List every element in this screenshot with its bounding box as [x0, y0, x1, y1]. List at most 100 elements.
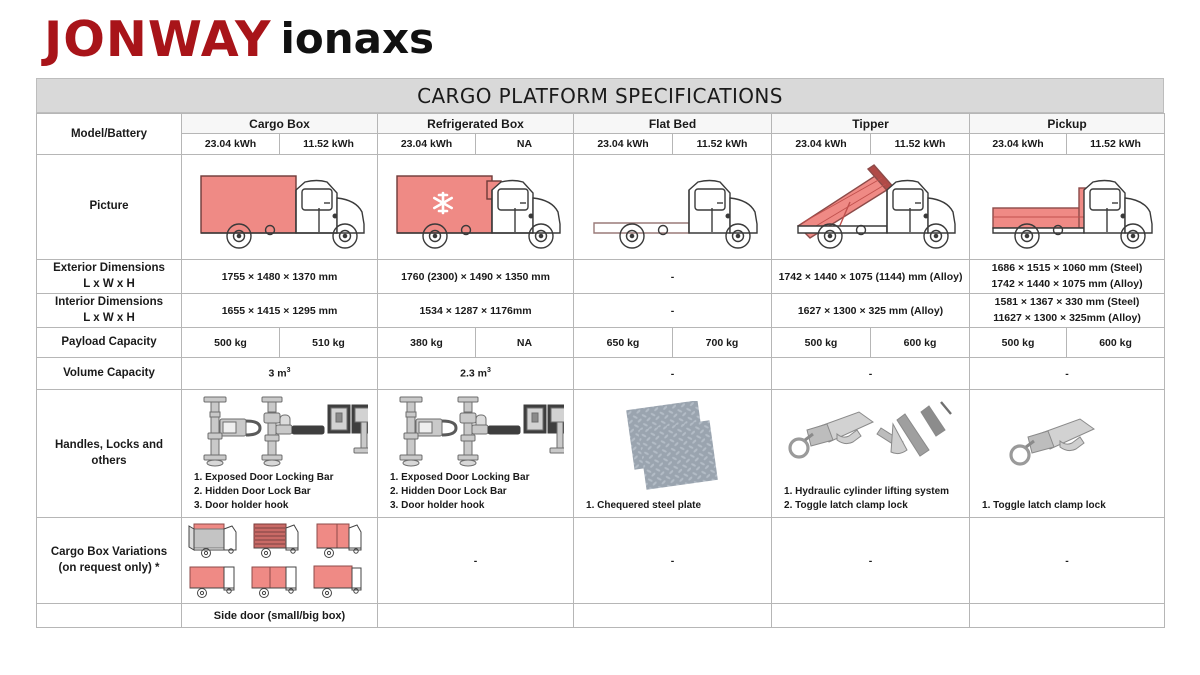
variation-plain-box-icon	[186, 561, 248, 603]
volume-refrigerated-exponent: 3	[486, 367, 491, 375]
variations-refrigerated-box: -	[376, 517, 575, 604]
handles-tipper: 1. Hydraulic cylinder lifting system 2. …	[771, 389, 971, 518]
row-label-handles-line1: Handles, Locks and	[54, 438, 163, 451]
handles-refrigerated-item-2: 2. Hidden Door Lock Bar	[390, 486, 507, 498]
table-row-variations-note: Side door (small/big box)	[36, 603, 1166, 628]
note-refrigerated-box	[376, 603, 575, 628]
battery-tipper-2: 11.52 kWh	[870, 133, 971, 155]
toggle-latch-and-cylinder-icons	[776, 391, 965, 486]
volume-cargo-box: 3 m3	[181, 357, 378, 390]
group-header-tipper: Tipper	[771, 113, 971, 134]
header-model-battery: Model/Battery	[36, 113, 182, 155]
handles-refrigerated-list: 1. Exposed Door Locking Bar 2. Hidden Do…	[382, 471, 569, 517]
payload-flat-bed-1: 650 kg	[573, 327, 674, 358]
note-tipper	[771, 603, 971, 628]
variation-big-box-icon	[311, 561, 373, 603]
exterior-refrigerated-box: 1760 (2300) × 1490 × 1350 mm	[376, 259, 575, 294]
chequered-steel-plate-icon	[578, 391, 767, 500]
row-label-handles-locks: Handles, Locks and others	[36, 389, 182, 518]
volume-refrigerated-box: 2.3 m3	[376, 357, 575, 390]
payload-pickup-2: 600 kg	[1066, 327, 1166, 358]
payload-tipper-1: 500 kg	[771, 327, 872, 358]
handles-tipper-item-1: 1. Hydraulic cylinder lifting system	[784, 486, 950, 498]
group-header-cargo-box: Cargo Box	[181, 113, 378, 134]
table-row-exterior-dimensions: Exterior Dimensions L x W x H 1755 × 148…	[36, 259, 1166, 294]
handles-flat-bed-list: 1. Chequered steel plate	[578, 499, 767, 516]
interior-pickup-line1: 1581 × 1367 × 330 mm (Steel)	[994, 295, 1140, 308]
volume-flat-bed: -	[573, 357, 773, 390]
volume-cargo-box-value: 3 m	[268, 367, 287, 380]
truck-flat-bed-icon	[578, 156, 767, 259]
toggle-latch-clamp-lock-icon	[974, 391, 1160, 500]
exterior-pickup-line1: 1686 × 1515 × 1060 mm (Steel)	[991, 261, 1143, 274]
handles-refrigerated-item-1: 1. Exposed Door Locking Bar	[390, 471, 530, 483]
row-label-exterior-dimensions: Exterior Dimensions L x W x H	[36, 259, 182, 294]
variation-side-door-icon	[311, 519, 373, 561]
table-header-batteries: 23.04 kWh 11.52 kWh 23.04 kWh NA 23.04 k…	[37, 133, 1166, 155]
interior-pickup-line2: 11627 × 1300 × 325mm (Alloy)	[993, 311, 1141, 324]
handles-pickup: 1. Toggle latch clamp lock	[969, 389, 1166, 518]
exterior-flat-bed: -	[573, 259, 773, 294]
specifications-table: Model/Battery Cargo Box Refrigerated Box…	[36, 113, 1166, 628]
payload-cargo-box-2: 510 kg	[279, 327, 378, 358]
picture-pickup	[969, 154, 1166, 260]
payload-pickup-1: 500 kg	[969, 327, 1068, 358]
battery-cargo-box-1: 23.04 kWh	[181, 133, 280, 155]
picture-tipper	[771, 154, 971, 260]
battery-flat-bed-2: 11.52 kWh	[672, 133, 773, 155]
volume-refrigerated-value: 2.3 m	[460, 367, 487, 380]
volume-pickup: -	[969, 357, 1166, 390]
exterior-cargo-box: 1755 × 1480 × 1370 mm	[181, 259, 378, 294]
handles-cargo-box-item-2: 2. Hidden Door Lock Bar	[194, 486, 311, 498]
door-lock-hardware-icons	[186, 391, 373, 471]
table-header-groups: Model/Battery Cargo Box Refrigerated Box…	[36, 113, 1166, 155]
truck-tipper-icon	[776, 156, 965, 259]
row-label-payload-capacity: Payload Capacity	[36, 327, 182, 358]
note-flat-bed	[573, 603, 773, 628]
snowflake-icon	[432, 191, 453, 214]
table-row-payload-capacity: Payload Capacity 500 kg 510 kg 380 kg NA…	[36, 327, 1166, 358]
row-label-interior-dimensions: Interior Dimensions L x W x H	[36, 293, 182, 328]
variations-pickup: -	[969, 517, 1166, 604]
battery-pickup-2: 11.52 kWh	[1066, 133, 1166, 155]
handles-cargo-box-item-1: 1. Exposed Door Locking Bar	[194, 471, 334, 483]
interior-tipper: 1627 × 1300 × 325 mm (Alloy)	[771, 293, 971, 328]
brand-subname: ionaxs	[280, 14, 435, 63]
group-header-pickup: Pickup	[969, 113, 1166, 134]
note-cargo-box: Side door (small/big box)	[181, 603, 378, 628]
exterior-pickup-line2: 1742 × 1440 × 1075 mm (Alloy)	[991, 277, 1143, 290]
truck-cargo-box-icon	[186, 156, 373, 259]
row-label-handles-line2: others	[91, 454, 127, 467]
handles-cargo-box-list: 1. Exposed Door Locking Bar 2. Hidden Do…	[186, 471, 373, 517]
exterior-tipper: 1742 × 1440 × 1075 (1144) mm (Alloy)	[771, 259, 971, 294]
handles-refrigerated-item-3: 3. Door holder hook	[390, 500, 485, 512]
payload-refrigerated-2: NA	[474, 327, 575, 358]
table-row-interior-dimensions: Interior Dimensions L x W x H 1655 × 141…	[36, 293, 1166, 328]
handles-tipper-list: 1. Hydraulic cylinder lifting system 2. …	[776, 485, 965, 516]
battery-pickup-1: 23.04 kWh	[969, 133, 1068, 155]
handles-pickup-item-1: 1. Toggle latch clamp lock	[982, 500, 1106, 512]
row-label-variations-line2: (on request only) *	[58, 561, 160, 574]
interior-cargo-box: 1655 × 1415 × 1295 mm	[181, 293, 378, 328]
truck-pickup-icon	[974, 156, 1160, 259]
variations-flat-bed: -	[573, 517, 773, 604]
payload-tipper-2: 600 kg	[870, 327, 971, 358]
row-label-interior-line1: Interior Dimensions	[55, 295, 163, 308]
variation-split-door-icon	[248, 561, 310, 603]
battery-refrigerated-2: NA	[474, 133, 575, 155]
payload-refrigerated-1: 380 kg	[377, 327, 476, 358]
table-row-handles-locks: Handles, Locks and others	[36, 389, 1166, 518]
battery-refrigerated-1: 23.04 kWh	[377, 133, 476, 155]
exterior-pickup: 1686 × 1515 × 1060 mm (Steel) 1742 × 144…	[969, 259, 1166, 294]
row-label-picture: Picture	[36, 154, 182, 260]
door-lock-hardware-icons	[382, 391, 569, 471]
volume-tipper: -	[771, 357, 971, 390]
payload-cargo-box-1: 500 kg	[181, 327, 280, 358]
note-pickup	[969, 603, 1166, 628]
truck-refrigerated-box-icon	[382, 156, 569, 259]
handles-flat-bed-item-1: 1. Chequered steel plate	[586, 500, 702, 512]
table-row-cargo-box-variations: Cargo Box Variations (on request only) *	[36, 517, 1166, 604]
battery-cargo-box-2: 11.52 kWh	[279, 133, 378, 155]
interior-refrigerated-box: 1534 × 1287 × 1176mm	[376, 293, 575, 328]
group-header-refrigerated-box: Refrigerated Box	[376, 113, 575, 134]
